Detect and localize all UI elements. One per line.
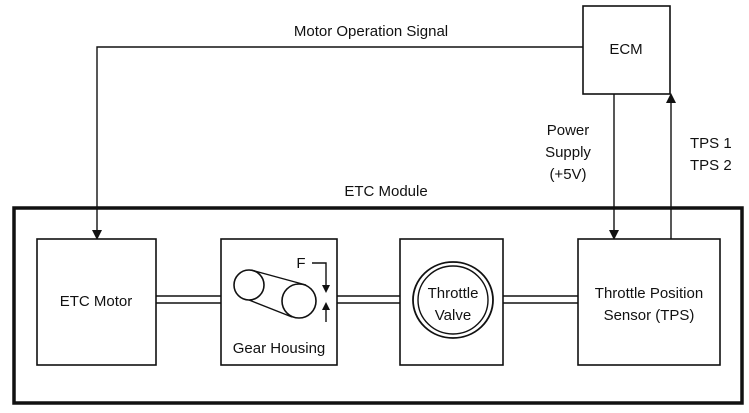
shaft-motor-gear bbox=[156, 295, 221, 304]
power-supply-label-3: (+5V) bbox=[549, 166, 586, 183]
etc-motor-box bbox=[36, 238, 157, 366]
ecm-label: ECM bbox=[609, 41, 642, 58]
tps-label-2: Sensor (TPS) bbox=[604, 307, 695, 324]
throttle-valve-label-2: Valve bbox=[435, 307, 471, 324]
gear-housing-label: Gear Housing bbox=[233, 340, 326, 357]
f-clearance-indicator bbox=[312, 262, 330, 322]
tps-box bbox=[577, 238, 721, 366]
motor-operation-signal-line bbox=[96, 46, 583, 232]
etc-module-label: ETC Module bbox=[344, 183, 427, 200]
power-supply-label-1: Power bbox=[547, 122, 590, 139]
etc-motor-label: ETC Motor bbox=[60, 293, 133, 310]
motor-signal-arrowhead bbox=[92, 230, 102, 240]
f-label: F bbox=[296, 255, 305, 272]
tps2-label: TPS 2 bbox=[690, 157, 732, 174]
motor-operation-signal-label: Motor Operation Signal bbox=[294, 23, 448, 40]
etc-module-frame bbox=[12, 206, 744, 405]
ecm-box bbox=[582, 5, 671, 95]
tps-signal-arrowhead bbox=[666, 93, 676, 103]
gear-housing-box bbox=[220, 238, 338, 366]
throttle-valve-label-1: Throttle bbox=[428, 285, 479, 302]
gear-icon bbox=[233, 269, 317, 319]
shaft-gear-throttle bbox=[337, 295, 400, 304]
throttle-valve-icon bbox=[412, 261, 494, 339]
shaft-throttle-tps bbox=[503, 295, 578, 304]
tps1-label: TPS 1 bbox=[690, 135, 732, 152]
power-supply-label-2: Supply bbox=[545, 144, 591, 161]
power-supply-arrowhead bbox=[609, 230, 619, 240]
tps-label-1: Throttle Position bbox=[595, 285, 703, 302]
